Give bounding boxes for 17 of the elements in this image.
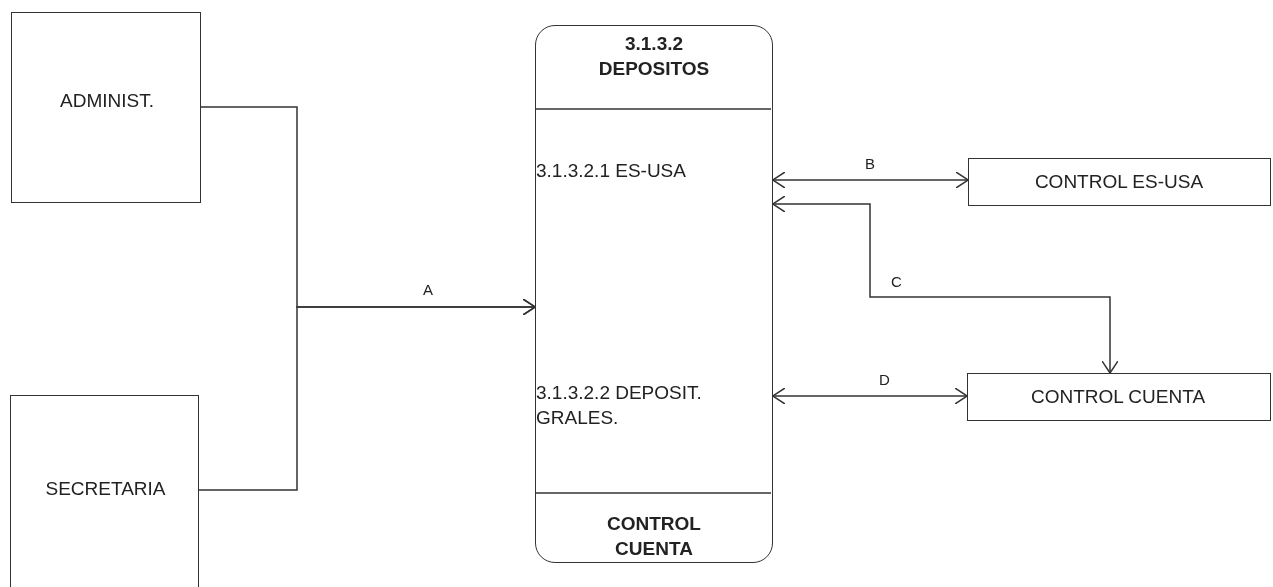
entity-box <box>11 12 201 203</box>
entity-box <box>968 158 1271 206</box>
process-title: 3.1.3.2 DEPOSITOS <box>597 32 711 81</box>
arrow <box>772 171 969 189</box>
entity-label: ADMINIST. <box>59 89 155 113</box>
entity-box <box>967 373 1271 421</box>
entity-label: SECRETARIA <box>44 477 167 501</box>
process-text: 3.1.3.2.1 ES-USA <box>536 159 687 183</box>
process-box <box>535 25 773 563</box>
arrow <box>772 195 1119 374</box>
arrow <box>198 298 536 491</box>
entity-box <box>10 395 199 587</box>
process-text: CONTROL CUENTA <box>606 512 702 561</box>
arrow <box>772 387 968 405</box>
process-text: 3.1.3.2.2 DEPOSIT. GRALES. <box>536 381 703 430</box>
entity-label: CONTROL ES-USA <box>1033 170 1205 194</box>
entity-label: CONTROL CUENTA <box>1029 385 1207 409</box>
